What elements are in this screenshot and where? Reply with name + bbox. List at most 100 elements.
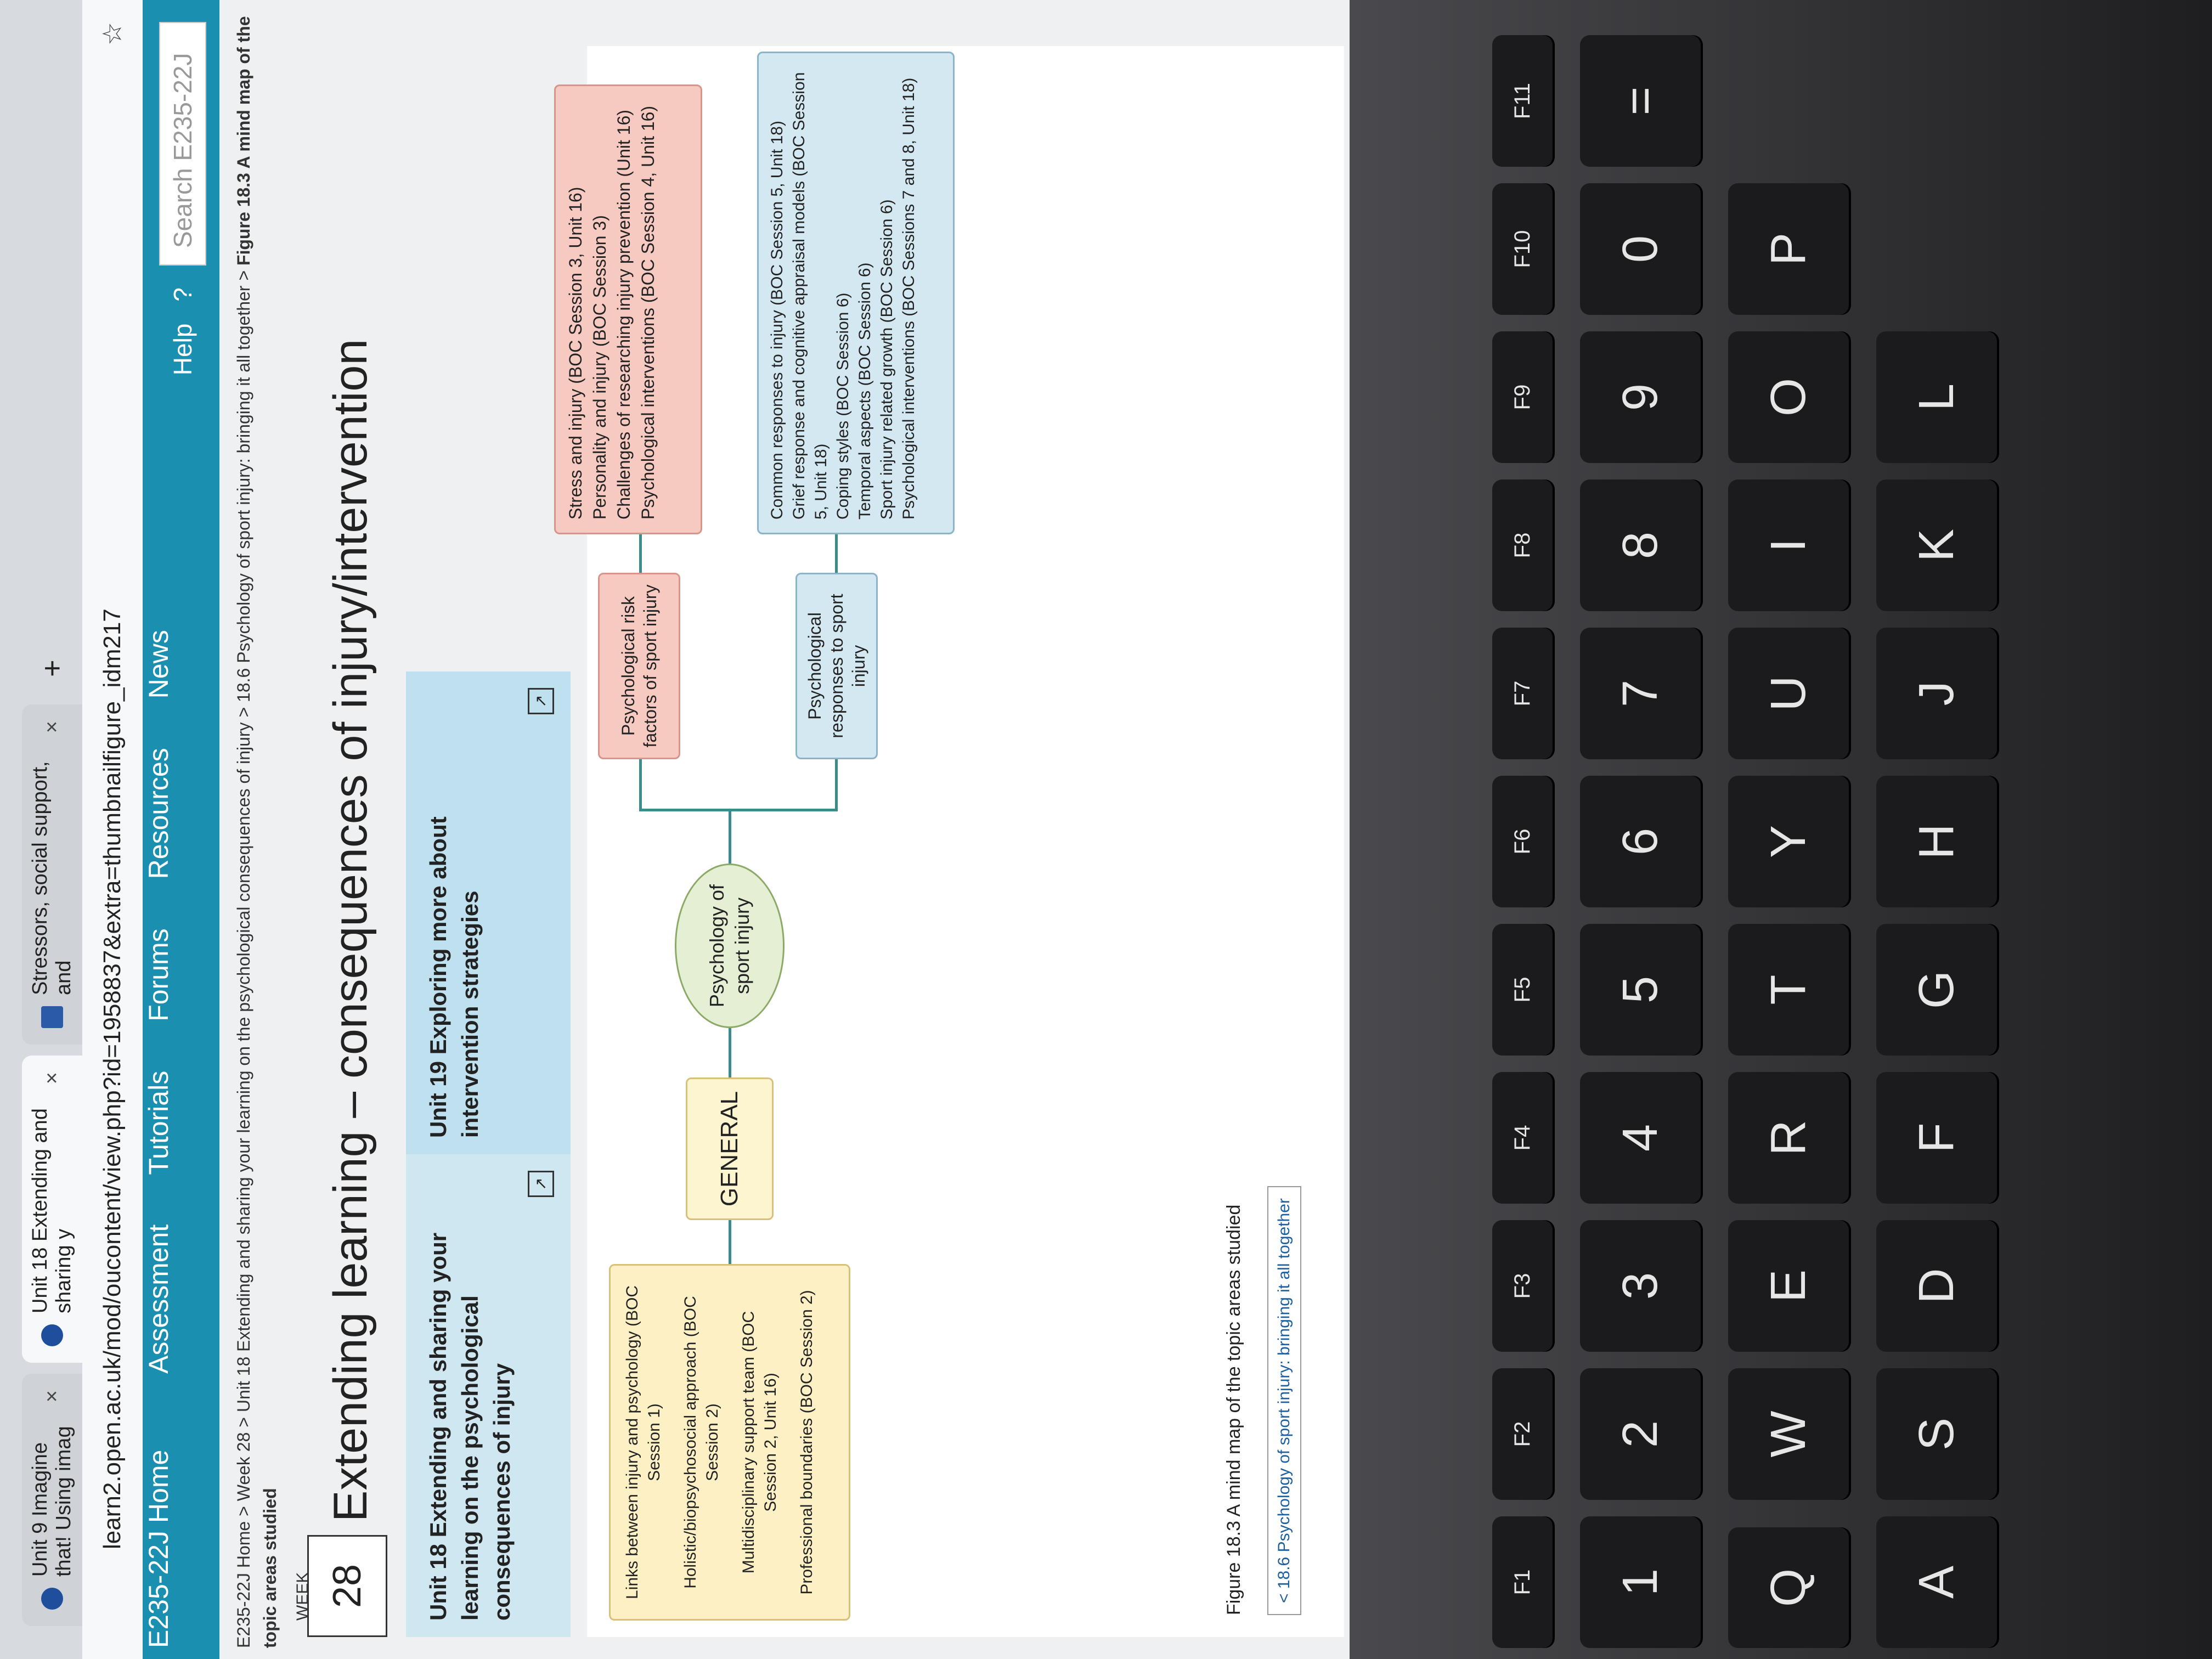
help-icon[interactable]: ? xyxy=(168,287,197,302)
key-g[interactable]: G xyxy=(1876,924,1997,1056)
key-7[interactable]: 7 xyxy=(1580,628,1701,759)
detail-item: Temporal aspects (BOC Session 6) xyxy=(856,262,874,520)
key-f[interactable]: F xyxy=(1876,1072,1997,1204)
key-9[interactable]: 9 xyxy=(1580,331,1701,463)
previous-section-link[interactable]: < 18.6 Psychology of sport injury: bring… xyxy=(1267,1186,1301,1615)
risk-details-box: Stress and injury (BOC Session 3, Unit 1… xyxy=(554,84,702,534)
chevron-right-icon: > xyxy=(234,270,253,281)
key-equals[interactable]: = xyxy=(1580,35,1701,167)
key-q[interactable]: Q xyxy=(1728,1527,1849,1648)
key-j[interactable]: J xyxy=(1876,628,1997,759)
unit-navigation: Unit 18 Extending and sharing your learn… xyxy=(406,672,571,1637)
breadcrumb-item[interactable]: Unit 18 Extending and sharing your learn… xyxy=(234,722,253,1413)
key-1[interactable]: 1 xyxy=(1580,1516,1701,1648)
key-t[interactable]: T xyxy=(1728,924,1849,1056)
key-0[interactable]: 0 xyxy=(1580,183,1701,315)
key-f3[interactable]: F3 xyxy=(1492,1220,1553,1352)
connector-line xyxy=(639,534,642,573)
page-title: Extending learning – consequences of inj… xyxy=(324,338,377,1522)
key-f5[interactable]: F5 xyxy=(1492,924,1553,1056)
detail-item: Psychological interventions (BOC Session… xyxy=(900,77,918,520)
key-u[interactable]: U xyxy=(1728,628,1849,759)
tab-unit-18[interactable]: Unit 18 Extending and sharing y × xyxy=(22,1056,82,1363)
connector-line xyxy=(729,809,731,864)
key-r[interactable]: R xyxy=(1728,1072,1849,1204)
search-input[interactable]: Search E235-22J xyxy=(159,22,206,266)
key-w[interactable]: W xyxy=(1728,1368,1849,1500)
key-a[interactable]: A xyxy=(1876,1516,1997,1648)
key-o[interactable]: O xyxy=(1728,331,1849,463)
breadcrumb-item[interactable]: E235-22J Home xyxy=(234,1521,253,1648)
key-2[interactable]: 2 xyxy=(1580,1368,1701,1500)
detail-item: Stress and injury (BOC Session 3, Unit 1… xyxy=(566,187,585,520)
general-node: GENERAL xyxy=(686,1077,774,1220)
key-5[interactable]: 5 xyxy=(1580,924,1701,1056)
breadcrumb-item[interactable]: 18.6 Psychology of sport injury: bringin… xyxy=(234,285,253,702)
nav-links: Assessment Tutorials Forums Resources Ne… xyxy=(143,630,174,1374)
bookmark-star-icon[interactable]: ☆ xyxy=(98,22,127,46)
key-y[interactable]: Y xyxy=(1728,776,1849,907)
connector-line xyxy=(639,759,642,811)
key-e[interactable]: E xyxy=(1728,1220,1849,1352)
key-f1[interactable]: F1 xyxy=(1492,1516,1553,1648)
key-s[interactable]: S xyxy=(1876,1368,1997,1500)
detail-item: Sport injury related growth (BOC Session… xyxy=(878,199,896,520)
detail-item: Personality and injury (BOC Session 3) xyxy=(590,215,610,520)
unit-18-card[interactable]: Unit 18 Extending and sharing your learn… xyxy=(406,1154,571,1637)
breadcrumb-item[interactable]: Week 28 xyxy=(234,1432,253,1502)
detail-item: Coping styles (BOC Session 6) xyxy=(834,292,852,520)
key-f8[interactable]: F8 xyxy=(1492,479,1553,611)
topic-item: Links between injury and psychology (BOC… xyxy=(623,1285,663,1599)
tab-label: Unit 18 Extending and sharing y xyxy=(29,1108,75,1313)
key-f4[interactable]: F4 xyxy=(1492,1072,1553,1204)
nav-forums[interactable]: Forums xyxy=(143,928,174,1022)
detail-item: Grief response and cognitive appraisal m… xyxy=(790,72,830,520)
nav-news[interactable]: News xyxy=(143,630,174,699)
key-l[interactable]: L xyxy=(1876,331,1997,463)
url-text: learn2.open.ac.uk/mod/oucontent/view.php… xyxy=(99,608,126,1549)
ou-favicon-icon xyxy=(41,1588,63,1610)
nav-resources[interactable]: Resources xyxy=(143,748,174,879)
key-4[interactable]: 4 xyxy=(1580,1072,1701,1204)
chevron-right-icon: > xyxy=(234,1506,253,1516)
key-f7[interactable]: F7 xyxy=(1492,628,1553,759)
keyboard-keys: F1 F2 F3 F4 F5 F6 F7 F8 F9 F10 F11 1 2 3… xyxy=(1350,0,2212,1659)
close-icon[interactable]: × xyxy=(40,1072,64,1085)
close-icon[interactable]: × xyxy=(40,1390,64,1403)
key-f6[interactable]: F6 xyxy=(1492,776,1553,907)
tab-stressors[interactable]: Stressors, social support, and × xyxy=(22,704,82,1045)
key-6[interactable]: 6 xyxy=(1580,776,1701,907)
topic-item: Holistic/biopsychosocial approach (BOC S… xyxy=(681,1296,721,1589)
central-node: Psychology of sport injury xyxy=(675,864,785,1028)
nav-right: Help ? Search E235-22J xyxy=(159,22,206,375)
nav-assessment[interactable]: Assessment xyxy=(143,1224,174,1374)
key-k[interactable]: K xyxy=(1876,479,1997,611)
response-details-box: Common responses to injury (BOC Session … xyxy=(757,52,955,534)
detail-item: Psychological interventions (BOC Session… xyxy=(638,105,658,520)
nav-tutorials[interactable]: Tutorials xyxy=(143,1070,174,1175)
help-link[interactable]: Help xyxy=(168,323,197,376)
external-link-icon: ↗ xyxy=(528,1171,554,1197)
key-8[interactable]: 8 xyxy=(1580,479,1701,611)
key-d[interactable]: D xyxy=(1876,1220,1997,1352)
home-link[interactable]: E235-22J Home xyxy=(143,1449,174,1648)
key-f2[interactable]: F2 xyxy=(1492,1368,1553,1500)
site-navigation: E235-22J Home Assessment Tutorials Forum… xyxy=(143,0,219,1659)
risk-factors-node: Psychological risk factors of sport inju… xyxy=(598,573,680,759)
key-f9[interactable]: F9 xyxy=(1492,331,1553,463)
address-bar[interactable]: learn2.open.ac.uk/mod/oucontent/view.php… xyxy=(82,0,143,1659)
tab-label: Unit 9 Imagine that! Using imag xyxy=(29,1426,75,1577)
connector-line xyxy=(639,809,837,811)
close-icon[interactable]: × xyxy=(40,721,64,733)
key-3[interactable]: 3 xyxy=(1580,1220,1701,1352)
key-p[interactable]: P xyxy=(1728,183,1849,315)
key-f10[interactable]: F10 xyxy=(1492,183,1553,315)
key-f11[interactable]: F11 xyxy=(1492,35,1553,167)
key-h[interactable]: H xyxy=(1876,776,1997,907)
unit-19-card[interactable]: Unit 19 Exploring more about interventio… xyxy=(406,672,571,1154)
key-i[interactable]: I xyxy=(1728,479,1849,611)
new-tab-button[interactable]: + xyxy=(36,659,69,677)
unit-card-title: Unit 18 Extending and sharing your learn… xyxy=(425,1232,515,1621)
tab-unit-9[interactable]: Unit 9 Imagine that! Using imag × xyxy=(22,1374,82,1626)
